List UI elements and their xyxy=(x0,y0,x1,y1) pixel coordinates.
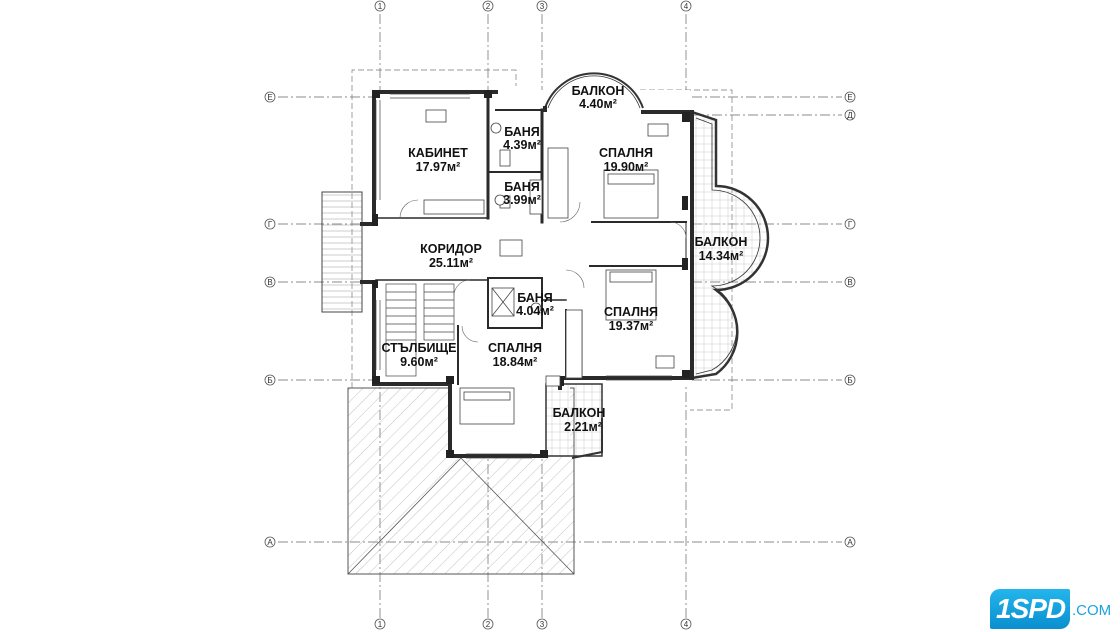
axis-label-g-left: Г xyxy=(268,220,273,229)
logo-badge: 1SPD xyxy=(990,589,1070,629)
room-area-balcony-right: 14.34м² xyxy=(699,249,744,263)
axis-label-a-right: А xyxy=(847,538,853,547)
room-name-bedroom-1: СПАЛНЯ xyxy=(599,146,653,160)
brand-logo: 1SPD .COM xyxy=(990,589,1116,629)
room-name-stairs: СТЪЛБИЩЕ xyxy=(381,341,456,355)
axis-label-1-bottom: 1 xyxy=(378,620,383,629)
axis-label-g-right: Г xyxy=(848,220,853,229)
axis-label-d-right: Д xyxy=(847,111,853,120)
axis-label-4-bottom: 4 xyxy=(684,620,689,629)
room-name-balcony-right: БАЛКОН xyxy=(695,235,748,249)
room-name-balcony-bottom: БАЛКОН xyxy=(553,406,606,420)
axis-label-b-right: Б xyxy=(847,376,852,385)
room-area-bedroom-2: 19.37м² xyxy=(609,319,654,333)
axis-label-3-bottom: 3 xyxy=(540,620,545,629)
room-name-bath-2: БАНЯ xyxy=(504,180,540,194)
room-name-study: КАБИНЕТ xyxy=(408,146,468,160)
axis-label-v-right: В xyxy=(847,278,852,287)
room-name-bath-1: БАНЯ xyxy=(504,125,540,139)
room-area-bath-1: 4.39м² xyxy=(503,138,541,152)
doors xyxy=(399,199,687,343)
room-labels: БАЛКОН 4.40м² КАБИНЕТ 17.97м² БАНЯ 4.39м… xyxy=(381,84,747,434)
furniture xyxy=(423,109,675,425)
axis-label-b-left: Б xyxy=(267,376,272,385)
room-area-study: 17.97м² xyxy=(416,160,461,174)
balconies xyxy=(544,72,770,459)
axis-labels: 1 2 3 4 1 2 3 4 Е Е Д Г Г В В Б Б А А xyxy=(267,2,853,629)
axis-label-v-left: В xyxy=(267,278,272,287)
logo-text: 1SPD xyxy=(996,593,1066,624)
axis-markers xyxy=(264,0,856,630)
room-name-bedroom-3: СПАЛНЯ xyxy=(488,341,542,355)
room-name-corridor: КОРИДОР xyxy=(420,242,482,256)
room-area-stairs: 9.60м² xyxy=(400,355,438,369)
axis-label-e-left: Е xyxy=(267,93,272,102)
axis-label-2-bottom: 2 xyxy=(486,620,491,629)
room-area-balcony-bottom: 2.21м² xyxy=(564,420,602,434)
axis-label-2-top: 2 xyxy=(486,2,491,11)
axis-label-4-top: 4 xyxy=(684,2,689,11)
axis-label-1-top: 1 xyxy=(378,2,383,11)
room-name-bath-3: БАНЯ xyxy=(517,291,553,305)
axis-label-e-right: Е xyxy=(847,93,852,102)
room-area-bedroom-3: 18.84м² xyxy=(493,355,538,369)
room-area-balcony-top: 4.40м² xyxy=(579,97,617,111)
room-area-corridor: 25.11м² xyxy=(429,256,473,270)
windows xyxy=(375,93,672,459)
room-area-bath-2: 3.99м² xyxy=(503,193,541,207)
logo-domain: .COM xyxy=(1072,602,1112,619)
room-area-bath-3: 4.04м² xyxy=(516,304,554,318)
room-name-bedroom-2: СПАЛНЯ xyxy=(604,305,658,319)
room-name-balcony-top: БАЛКОН xyxy=(572,84,625,98)
room-area-bedroom-1: 19.90м² xyxy=(604,160,649,174)
side-terrace xyxy=(321,191,363,313)
axis-label-3-top: 3 xyxy=(540,2,545,11)
axis-label-a-left: А xyxy=(267,538,273,547)
stair-treads xyxy=(385,283,455,377)
